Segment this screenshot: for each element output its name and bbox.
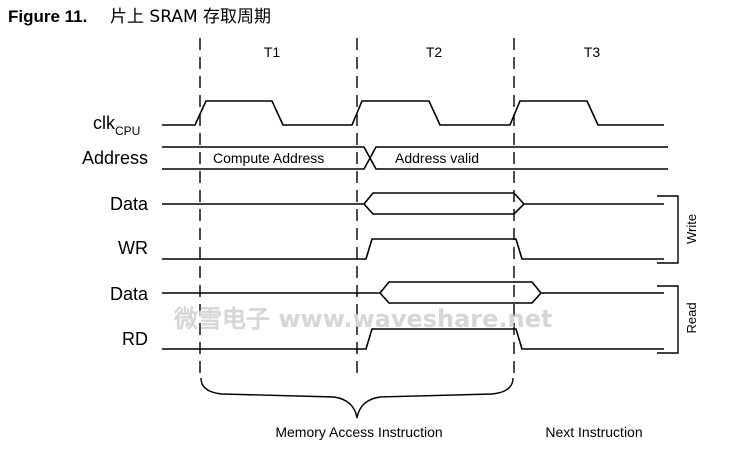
write-group-label: Write: [684, 214, 699, 244]
address-compute-text: Compute Address: [213, 150, 324, 166]
address-valid-text: Address valid: [395, 150, 479, 166]
figure-title: 片上 SRAM 存取周期: [110, 7, 271, 27]
signal-label-data-read: Data: [110, 284, 149, 304]
wr-waveform: [162, 238, 664, 260]
signal-label-address: Address: [82, 148, 148, 168]
memory-access-label: Memory Access Instruction: [275, 424, 442, 440]
figure-number: Figure 11.: [8, 7, 87, 26]
signal-label-clk: clkCPU: [93, 113, 140, 138]
rd-waveform: [162, 328, 664, 350]
clk-sub-text: CPU: [115, 124, 140, 138]
clk-main-text: clk: [93, 113, 116, 133]
watermark: 微雪电子 www.waveshare.net: [173, 305, 552, 333]
clk-waveform: [162, 100, 664, 126]
memory-access-brace: [200, 377, 514, 419]
column-label-t3: T3: [584, 44, 601, 60]
read-group-label: Read: [684, 302, 699, 333]
data-read-waveform: [162, 281, 664, 304]
data-write-waveform: [162, 192, 664, 215]
signal-label-rd: RD: [122, 329, 148, 349]
column-label-t1: T1: [264, 44, 281, 60]
read-bracket: [657, 285, 679, 354]
write-bracket: [657, 195, 679, 264]
address-bus-waveform: [162, 146, 668, 170]
next-instruction-label: Next Instruction: [545, 424, 642, 440]
signal-label-data-write: Data: [110, 194, 149, 214]
column-label-t2: T2: [426, 44, 443, 60]
signal-label-wr: WR: [118, 238, 148, 258]
